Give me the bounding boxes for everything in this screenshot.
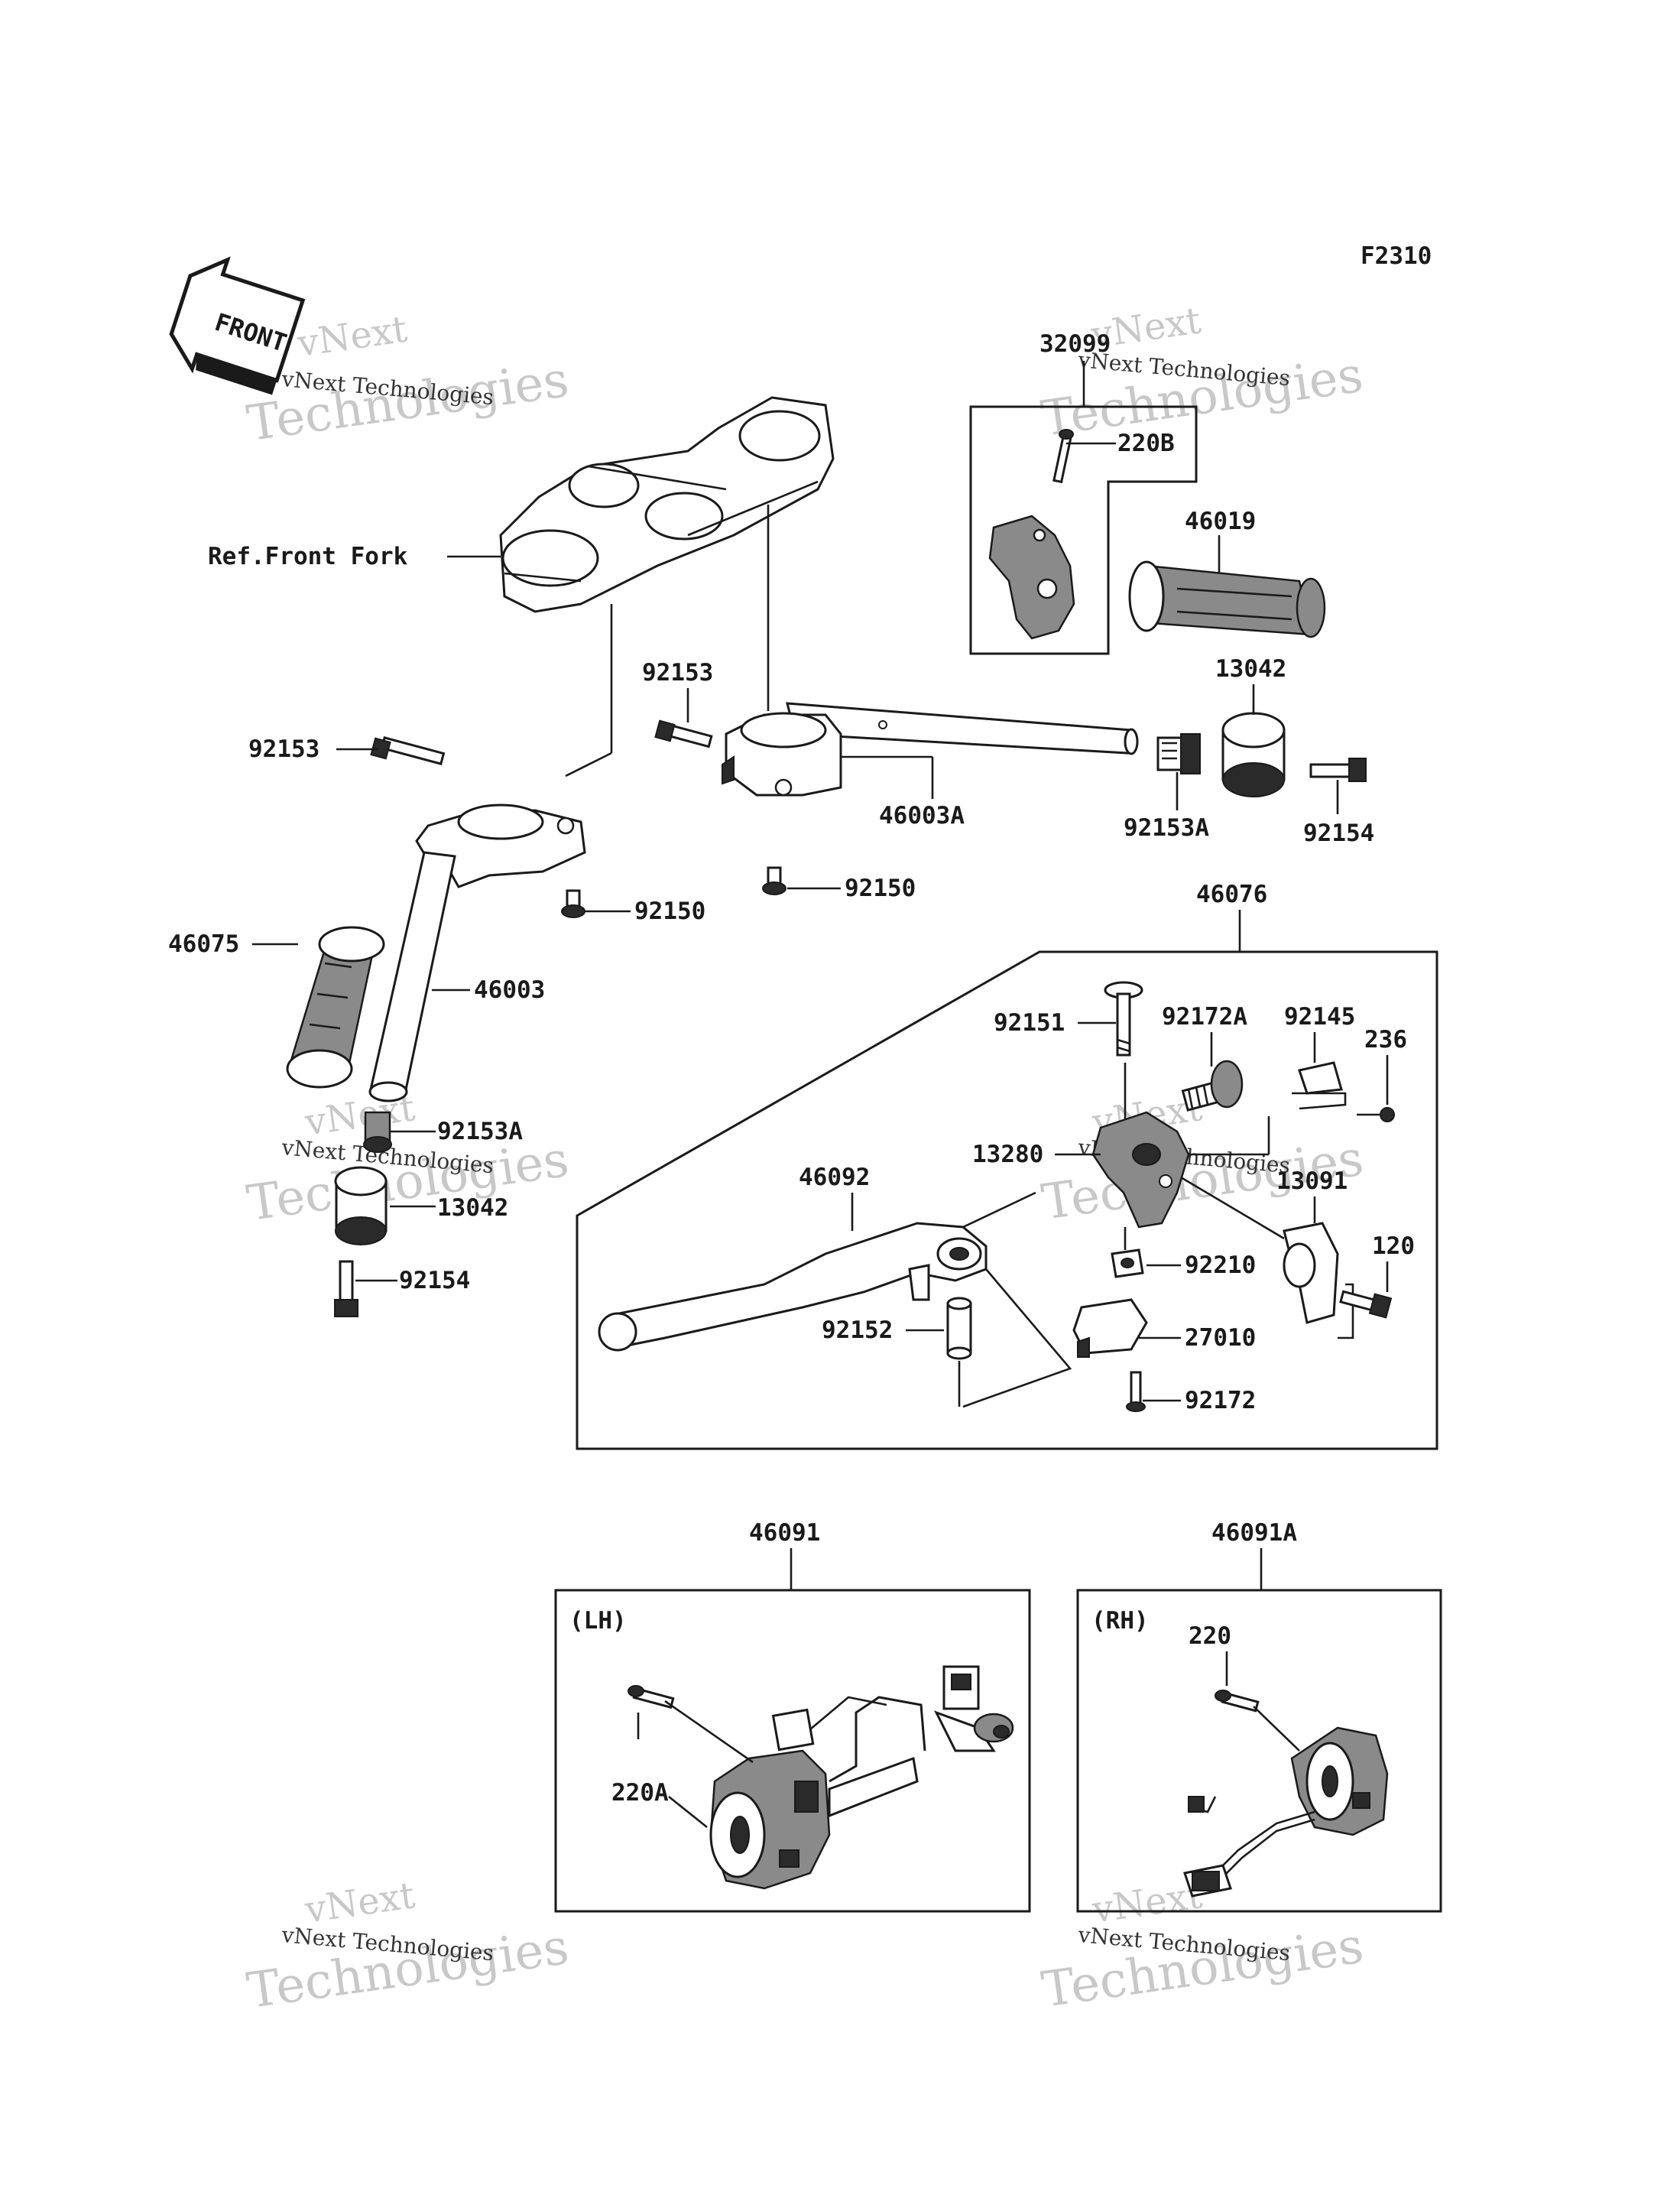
plug-92153A-left xyxy=(363,1111,392,1153)
part-label-220B: 220B xyxy=(1117,430,1175,457)
front-arrow-icon: FRONT xyxy=(169,256,306,395)
part-label-92151: 92151 xyxy=(994,1009,1065,1037)
part-label-92172A: 92172A xyxy=(1162,1003,1247,1031)
part-label-120: 120 xyxy=(1372,1232,1415,1260)
spring-92145 xyxy=(1292,1061,1347,1110)
part-label-46091A: 46091A xyxy=(1211,1519,1297,1547)
part-label-220: 220 xyxy=(1189,1622,1231,1650)
part-label-92150-left: 92150 xyxy=(634,898,705,925)
bolt-92153-middle xyxy=(654,719,713,748)
plug-92153A-right xyxy=(1156,733,1201,774)
grip-46075 xyxy=(286,926,385,1089)
svg-text:vNext: vNext xyxy=(294,308,410,366)
handlebar-46003A xyxy=(722,702,1139,797)
part-label-92153-left: 92153 xyxy=(248,735,319,763)
part-label-92153A-left: 92153A xyxy=(437,1118,523,1145)
screw-92172 xyxy=(1126,1371,1146,1412)
part-label-46075: 46075 xyxy=(168,930,239,958)
pivot-bolt-92151 xyxy=(1104,981,1143,1057)
handlebar-46003 xyxy=(368,804,586,1102)
part-label-92150-right: 92150 xyxy=(845,875,916,902)
lh-switch-box xyxy=(554,1589,1031,1913)
bushing-92152 xyxy=(946,1297,972,1360)
part-label-92153A-right: 92153A xyxy=(1124,814,1209,842)
bolt-92153-left xyxy=(370,736,446,765)
svg-text:vNext: vNext xyxy=(302,1874,417,1932)
part-label-46076: 46076 xyxy=(1196,881,1267,908)
part-label-46019: 46019 xyxy=(1185,508,1256,535)
switch-27010 xyxy=(1072,1298,1148,1358)
part-label-92152: 92152 xyxy=(822,1317,893,1344)
screw-220A xyxy=(628,1685,675,1709)
weight-13042-right xyxy=(1221,712,1286,797)
part-label-92154-left: 92154 xyxy=(399,1267,470,1294)
rh-switch-box xyxy=(1076,1589,1442,1913)
upper-triple-clamp xyxy=(499,396,835,613)
part-label-32099: 32099 xyxy=(1039,330,1111,358)
bolt-92154-right xyxy=(1309,758,1367,782)
bolt-92154-left xyxy=(334,1260,358,1317)
part-label-27010: 27010 xyxy=(1185,1324,1256,1352)
rh-panel-label: (RH) xyxy=(1091,1607,1149,1635)
bracket-13280 xyxy=(1091,1111,1190,1229)
screw-236 xyxy=(1357,1107,1395,1122)
part-label-92145: 92145 xyxy=(1284,1003,1355,1031)
screw-220B xyxy=(1052,429,1074,484)
clamp-13091 xyxy=(1283,1222,1339,1324)
weight-13042-left xyxy=(334,1166,388,1245)
grip-46019 xyxy=(1128,560,1326,638)
part-label-220A: 220A xyxy=(611,1779,669,1807)
part-label-13042-left: 13042 xyxy=(437,1194,508,1222)
part-label-92154-right: 92154 xyxy=(1303,820,1374,847)
part-label-92153-middle: 92153 xyxy=(642,659,713,687)
throttle-housing xyxy=(988,515,1075,640)
part-label-236: 236 xyxy=(1364,1026,1407,1054)
lh-panel-label: (LH) xyxy=(569,1607,627,1635)
adjuster-92172A xyxy=(1181,1060,1244,1112)
part-label-13280: 13280 xyxy=(972,1141,1043,1168)
part-label-13091: 13091 xyxy=(1276,1167,1348,1195)
part-label-92172: 92172 xyxy=(1185,1387,1256,1414)
part-label-46092: 46092 xyxy=(799,1164,870,1191)
lh-switch-housing xyxy=(709,1665,1014,1890)
bolt-92150-left xyxy=(561,889,585,918)
bolt-120 xyxy=(1339,1290,1393,1319)
figure-code: F2310 xyxy=(1361,242,1432,270)
nut-92210 xyxy=(1111,1248,1144,1278)
part-label-92210: 92210 xyxy=(1185,1252,1256,1279)
lever-46092 xyxy=(598,1222,988,1352)
part-label-46003A: 46003A xyxy=(879,802,965,830)
part-label-46003: 46003 xyxy=(474,976,545,1004)
ref-front-fork-label: Ref.Front Fork xyxy=(208,543,408,570)
rh-switch-housing xyxy=(1183,1726,1389,1898)
lever-assembly-box xyxy=(576,950,1438,1450)
part-label-46091: 46091 xyxy=(749,1519,820,1547)
screw-220 xyxy=(1215,1690,1260,1713)
bolt-92150-right xyxy=(762,866,786,895)
part-label-13042-top: 13042 xyxy=(1215,655,1286,683)
throttle-case-box xyxy=(969,405,1198,655)
